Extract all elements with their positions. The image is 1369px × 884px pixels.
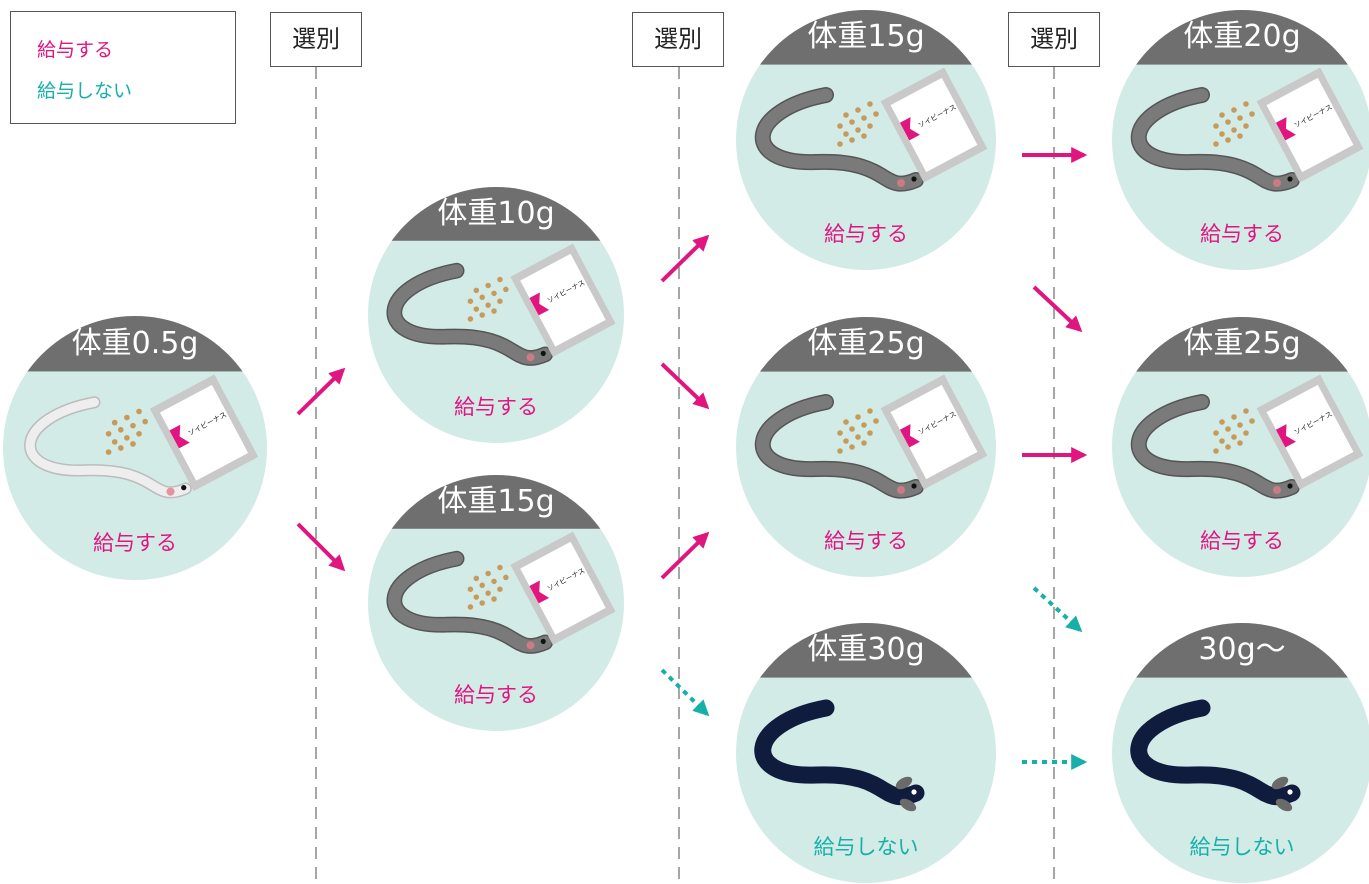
feed-bag-icon: ソイビーナス <box>149 374 259 492</box>
feed-arrow <box>660 362 710 410</box>
weight-header <box>368 475 624 529</box>
feed-bag-icon: ソイビーナス <box>1256 374 1364 490</box>
eel-illustration <box>1130 87 1300 192</box>
stage-circle-s3-bottom <box>1112 623 1369 883</box>
stage-circle-s3-middle: ソイビーナス <box>1112 317 1369 577</box>
eel-illustration <box>754 699 925 812</box>
circle-background <box>1112 10 1369 270</box>
no-feed-arrow <box>1032 586 1083 633</box>
weight-header <box>1112 623 1369 678</box>
feed-pellets <box>467 276 509 322</box>
stage-circle-start: ソイビーナス <box>3 316 267 580</box>
weight-header <box>1112 10 1369 65</box>
stage-circle-s2-bottom <box>736 623 996 883</box>
feed-pellets <box>467 564 509 610</box>
circle-background <box>736 623 996 883</box>
eel-illustration <box>24 396 192 499</box>
eel-illustration <box>754 394 924 499</box>
feed-pellets <box>105 408 148 455</box>
feed-arrow <box>1032 285 1083 333</box>
weight-header <box>736 317 996 372</box>
stage-circle-s1-bottom: ソイビーナス <box>368 475 624 731</box>
feed-pellets <box>1213 101 1255 147</box>
stage-circle-s3-top: ソイビーナス <box>1112 10 1369 270</box>
circle-background <box>1112 317 1369 577</box>
feed-arrow <box>660 531 710 580</box>
stage-circle-s1-top: ソイビーナス <box>368 187 624 443</box>
feed-pellets <box>837 408 879 454</box>
feed-bag-icon: ソイビーナス <box>1256 67 1364 183</box>
weight-header <box>736 623 996 678</box>
feed-arrow <box>296 522 346 572</box>
feed-bag-icon: ソイビーナス <box>510 243 616 357</box>
eel-illustration <box>754 87 924 192</box>
stage-circle-s2-top: ソイビーナス <box>736 10 996 270</box>
eel-illustration <box>386 550 554 654</box>
eel-illustration <box>386 262 554 366</box>
feed-bag-icon: ソイビーナス <box>510 531 616 645</box>
weight-header <box>736 10 996 65</box>
feed-pellets <box>1213 408 1255 454</box>
circle-background <box>1112 623 1369 883</box>
weight-header <box>3 316 267 372</box>
feed-arrow <box>660 234 710 283</box>
feed-bag-icon: ソイビーナス <box>880 67 988 183</box>
feed-arrow <box>296 367 346 416</box>
eel-illustration <box>1130 699 1301 812</box>
eel-illustration <box>1130 394 1300 499</box>
stage-circle-s2-middle: ソイビーナス <box>736 317 996 577</box>
feed-pellets <box>837 101 879 147</box>
feed-bag-icon: ソイビーナス <box>880 374 988 490</box>
no-feed-arrow <box>660 668 710 717</box>
weight-header <box>368 187 624 241</box>
weight-header <box>1112 317 1369 372</box>
